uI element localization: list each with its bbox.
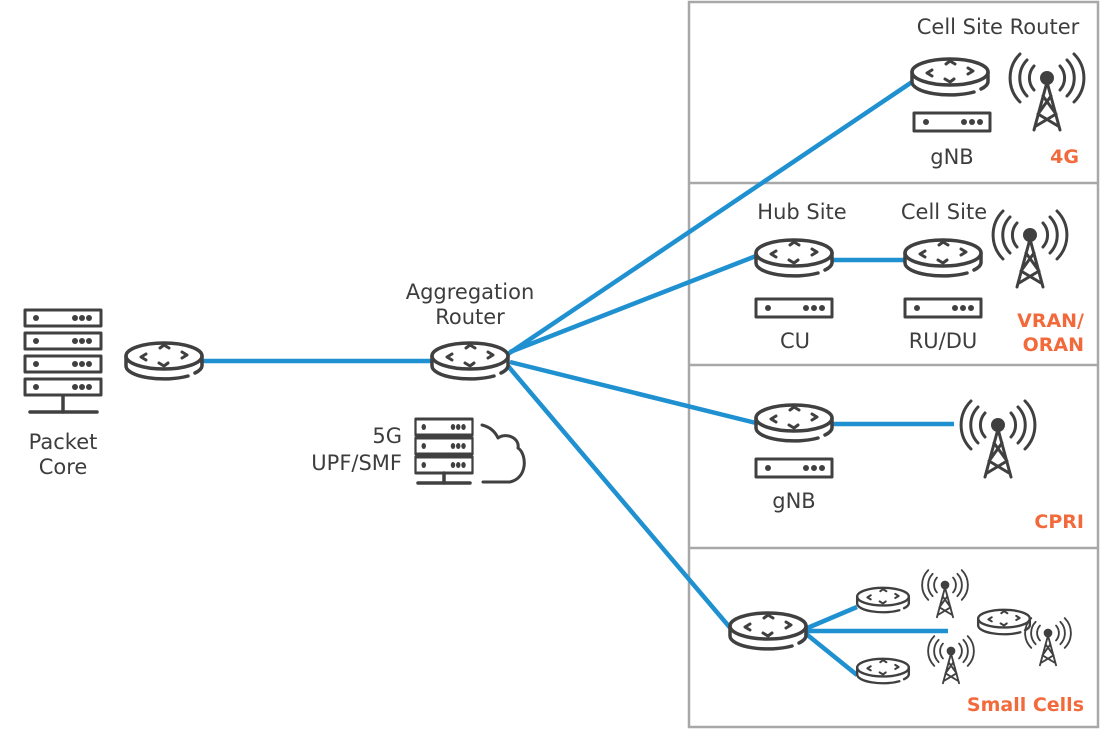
cell-tower-icon xyxy=(1025,618,1071,665)
gnb-label: gNB xyxy=(772,489,815,513)
router-icon xyxy=(728,611,808,651)
hub-site-label: Hub Site xyxy=(757,200,846,224)
aggregation-label-line1: Aggregation xyxy=(406,280,535,304)
router-icon xyxy=(857,659,909,683)
aggregation-label-line2: Router xyxy=(435,305,505,329)
packet-core-label-line1: Packet xyxy=(29,430,98,454)
panel-boxes xyxy=(687,0,1100,729)
cell-tower-icon xyxy=(991,209,1069,289)
server-rack-icon xyxy=(23,308,103,414)
router-icon xyxy=(124,341,204,381)
server-rack-icon xyxy=(414,417,474,485)
gnb-label: gNB xyxy=(930,145,973,169)
link-aggregation-to-hub xyxy=(509,253,757,355)
cloud-icon xyxy=(480,423,526,484)
network-appliance-icon xyxy=(754,457,834,479)
tag-cpri: CPRI xyxy=(1034,511,1084,533)
cell-site-router-label: Cell Site Router xyxy=(917,15,1080,39)
tag-4g: 4G xyxy=(1050,146,1079,168)
cell-tower-icon xyxy=(922,570,968,617)
cell-site-label: Cell Site xyxy=(901,200,987,224)
network-appliance-icon xyxy=(754,297,834,319)
cu-label: CU xyxy=(780,329,810,353)
cell-tower-icon xyxy=(1008,52,1086,132)
router-icon xyxy=(430,341,510,381)
ru-du-label: RU/DU xyxy=(909,329,978,353)
cell-tower-icon xyxy=(959,399,1037,479)
link-aggregation-to-cpri xyxy=(509,359,757,426)
tag-vran-line2: ORAN xyxy=(1023,334,1084,356)
router-icon xyxy=(910,57,990,97)
tag-small-cells: Small Cells xyxy=(967,694,1084,716)
router-icon xyxy=(903,238,983,278)
packet-core-label-line2: Core xyxy=(39,455,88,479)
router-icon xyxy=(754,403,834,443)
packet-core: Packet Core xyxy=(23,308,103,479)
router-icon xyxy=(857,588,909,612)
tag-vran-line1: VRAN/ xyxy=(1017,310,1084,332)
router-icon xyxy=(978,610,1030,634)
cell-tower-icon xyxy=(928,636,974,683)
links xyxy=(200,80,954,677)
router-icon xyxy=(754,238,834,278)
upf-label-line1: 5G xyxy=(372,424,402,448)
link-small-1 xyxy=(804,604,858,632)
network-appliance-icon xyxy=(903,297,983,319)
link-aggregation-to-4g xyxy=(506,80,914,356)
link-aggregation-to-small-cells xyxy=(506,364,734,632)
link-small-3 xyxy=(803,631,859,677)
upf-label-line2: UPF/SMF xyxy=(311,451,402,475)
network-appliance-icon xyxy=(912,111,992,133)
